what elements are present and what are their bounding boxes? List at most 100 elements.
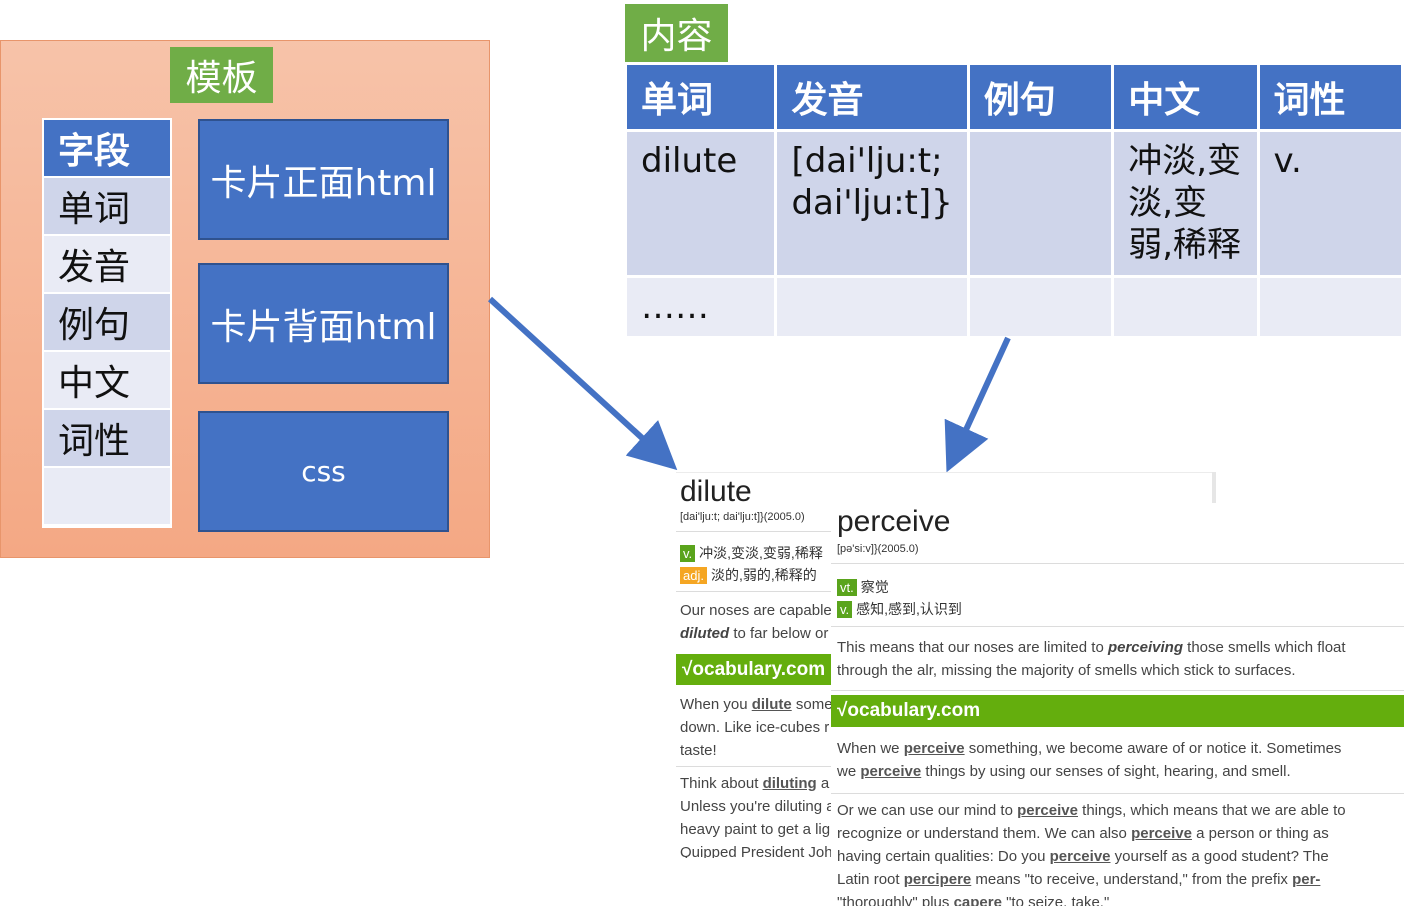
card2-text: a person or thing as	[1191, 825, 1329, 842]
content-table: 单词 发音 例句 中文 词性 dilute [dai'lju:t; dai'lj…	[623, 62, 1404, 339]
card2-text: "to seize, take."	[1001, 894, 1110, 906]
card-front-box: 卡片正面html	[198, 119, 449, 240]
card2-def2: 感知,感到,认识到	[856, 601, 962, 617]
card2-divider	[831, 563, 1404, 564]
card1-word: dilute	[680, 475, 752, 508]
card1-para1: When you dilute some down. Like ice-cube…	[680, 693, 833, 762]
card1-pos1: v.	[680, 545, 696, 562]
card1-sentence-em: diluted	[680, 625, 730, 642]
card2-link-word[interactable]: perceive	[1049, 848, 1111, 865]
card1-para2: Think about diluting a Unless you're dil…	[680, 772, 835, 858]
card1-sentence-line: to far below or	[729, 625, 829, 642]
card1-sentence-line: Our noses are capable	[680, 602, 832, 619]
card2-link-word[interactable]: perceive	[903, 740, 965, 757]
card2-link-word[interactable]: perceive	[1017, 802, 1078, 819]
col-pronunciation: 发音	[774, 62, 970, 132]
card2-link-word[interactable]: capere	[953, 894, 1002, 906]
card1-text: heavy paint to get a lig	[680, 821, 831, 838]
cell-example	[966, 129, 1115, 278]
card2-word: perceive	[837, 505, 951, 538]
card1-sentence: Our noses are capable diluted to far bel…	[680, 599, 832, 645]
card1-def2: 淡的,弱的,稀释的	[710, 567, 817, 583]
card2-vocab-bar: √ocabulary.com	[831, 695, 1404, 727]
card1-link-word[interactable]: diluting	[762, 775, 817, 792]
card2-text: "thoroughly" plus	[837, 894, 954, 906]
col-word: 单词	[623, 62, 778, 132]
card1-text: some	[791, 696, 833, 713]
cell-chinese: 冲淡,变淡,变弱,稀释	[1111, 129, 1260, 278]
card1-def-row1: v.冲淡,变淡,变弱,稀释	[680, 543, 823, 563]
cell-word: dilute	[623, 129, 778, 278]
card2-text: things, which means that we are able to	[1077, 802, 1346, 819]
card1-pos2: adj.	[680, 567, 707, 584]
field-empty	[44, 468, 170, 526]
card2-text: we	[837, 763, 861, 780]
card2-text: something, we become aware of or notice …	[964, 740, 1342, 757]
card2-text: yourself as a good student? The	[1110, 848, 1329, 865]
card-perceive: perceive [pə'si:v]}(2005.0) vt.察觉 v.感知,感…	[831, 503, 1404, 906]
card1-phonetic: [dai'lju:t; dai'lju:t]}(2005.0)	[680, 511, 805, 523]
card2-link-word[interactable]: perceive	[860, 763, 922, 780]
card2-divider	[831, 626, 1404, 627]
col-example: 例句	[966, 62, 1115, 132]
template-label: 模板	[170, 47, 273, 103]
field-example: 例句	[44, 294, 170, 352]
cell-pos: v.	[1256, 129, 1404, 278]
card1-text: Unless you're diluting a	[680, 798, 835, 815]
content-arrow	[944, 336, 1011, 473]
card-back-box: 卡片背面html	[198, 263, 449, 384]
card2-divider	[831, 793, 1404, 794]
field-table: 字段 单词 发音 例句 中文 词性	[42, 118, 172, 528]
card2-text: having certain qualities: Do you	[837, 848, 1050, 865]
content-header-row: 单词 发音 例句 中文 词性	[623, 62, 1404, 132]
card1-text: a	[816, 775, 830, 792]
card2-text: This means that our noses are limited to	[837, 639, 1108, 656]
field-pos: 词性	[44, 410, 170, 468]
cell-empty	[774, 275, 970, 339]
card2-divider	[831, 690, 1404, 691]
card2-text: things by using our senses of sight, hea…	[921, 763, 1291, 780]
field-pronunciation: 发音	[44, 236, 170, 294]
card2-para2: Or we can use our mind to perceive thing…	[837, 799, 1346, 906]
card1-text: Quipped President Joh	[680, 844, 833, 858]
card2-phonetic: [pə'si:v]}(2005.0)	[837, 543, 919, 555]
card2-link-word[interactable]: per-	[1292, 871, 1321, 888]
card2-para1: When we perceive something, we become aw…	[837, 737, 1341, 783]
card1-def-row2: adj.淡的,弱的,稀释的	[680, 565, 817, 585]
card1-text: When you	[680, 696, 752, 713]
card1-text: taste!	[680, 742, 717, 759]
card2-text: those smells which float	[1183, 639, 1346, 656]
card2-text: When we	[837, 740, 904, 757]
card2-text: recognize or understand them. We can als…	[837, 825, 1132, 842]
field-chinese: 中文	[44, 352, 170, 410]
field-word: 单词	[44, 178, 170, 236]
col-chinese: 中文	[1111, 62, 1260, 132]
cell-empty	[1111, 275, 1260, 339]
card2-sentence-em: perceiving	[1107, 639, 1183, 656]
card2-text: through the alr, missing the majority of…	[837, 662, 1296, 679]
template-arrow	[487, 296, 678, 471]
cell-ellipsis: ……	[623, 275, 778, 339]
card1-text: down. Like ice-cubes r	[680, 719, 830, 736]
card2-link-word[interactable]: perceive	[1131, 825, 1192, 842]
card1-scroll-edge	[1212, 472, 1216, 504]
card2-text: means "to receive, understand," from the…	[971, 871, 1293, 888]
card2-link-word[interactable]: percipere	[903, 871, 972, 888]
card2-pos1: vt.	[837, 579, 857, 596]
field-header: 字段	[44, 120, 170, 178]
col-pos: 词性	[1256, 62, 1404, 132]
content-row: ……	[623, 275, 1404, 339]
cell-pronunciation: [dai'lju:t; dai'lju:t]}	[774, 129, 970, 278]
card2-def-row1: vt.察觉	[837, 577, 889, 597]
css-box: css	[198, 411, 449, 532]
card1-link-word[interactable]: dilute	[751, 696, 792, 713]
content-label: 内容	[625, 4, 728, 62]
card2-def1: 察觉	[860, 579, 889, 595]
cell-empty	[1256, 275, 1404, 339]
cell-empty	[966, 275, 1115, 339]
card1-def1: 冲淡,变淡,变弱,稀释	[699, 545, 823, 561]
card2-text: Or we can use our mind to	[837, 802, 1018, 819]
card2-sentence: This means that our noses are limited to…	[837, 636, 1346, 682]
card2-text: Latin root	[837, 871, 904, 888]
